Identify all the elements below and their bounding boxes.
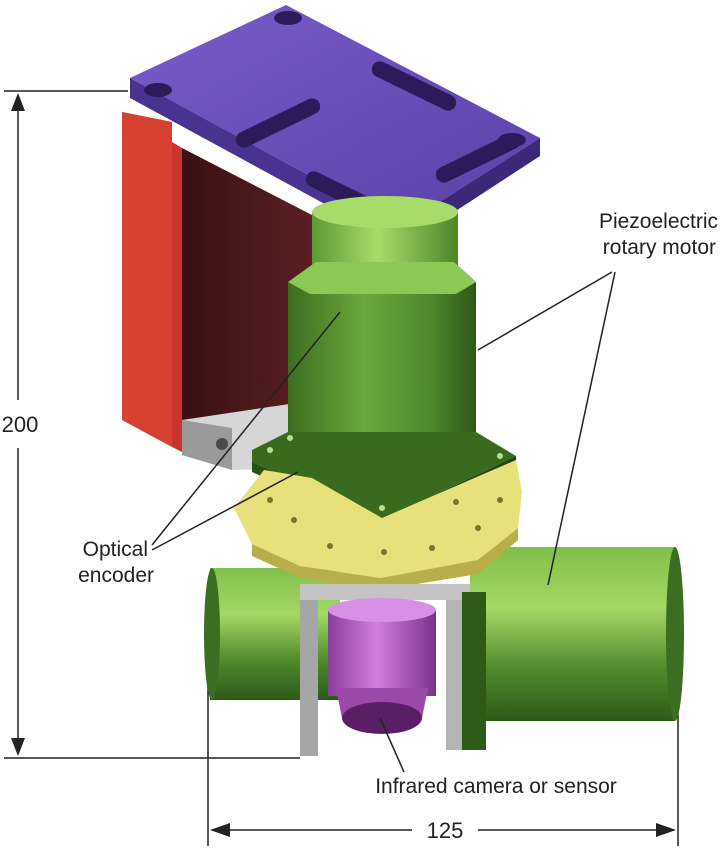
optical-label-line1: Optical xyxy=(83,538,148,561)
camera-label: Infrared camera or sensor xyxy=(375,775,617,798)
optical-label-line2: encoder xyxy=(78,564,154,587)
piezo-label-line2: rotary motor xyxy=(603,236,716,259)
camera-frame xyxy=(300,584,486,756)
piezo-label-line1: Piezoelectric xyxy=(599,210,718,233)
right-tube xyxy=(470,547,684,721)
optical-encoder-disk xyxy=(234,460,522,590)
width-dimension-label: 125 xyxy=(427,818,464,843)
height-dimension: 200 xyxy=(2,90,300,759)
infrared-camera xyxy=(328,598,436,734)
leader-lines xyxy=(151,271,616,773)
height-dimension-label: 200 xyxy=(2,412,39,437)
